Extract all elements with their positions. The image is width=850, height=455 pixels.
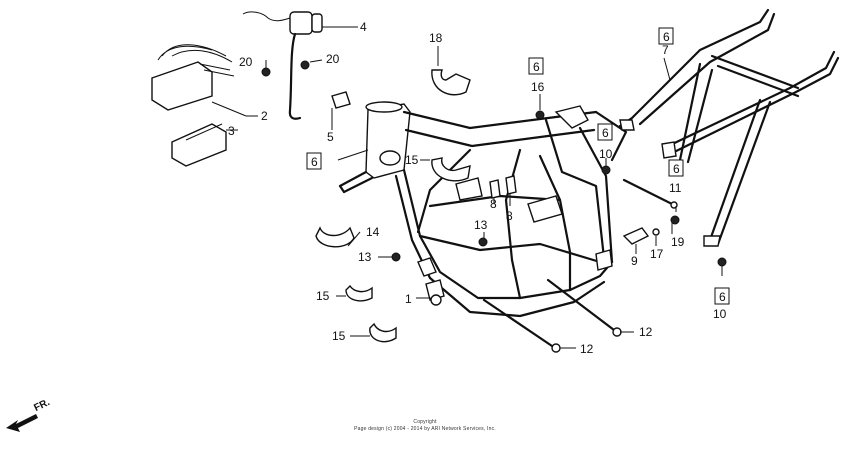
leader-lines: [331, 57, 677, 349]
callout-4: 4: [360, 20, 367, 34]
callout-13-left: 13: [358, 250, 372, 264]
band-14[interactable]: [315, 226, 355, 248]
callout-17: 17: [650, 247, 664, 261]
callout-16: 16: [531, 80, 545, 94]
main-frame[interactable]: [338, 101, 628, 318]
part-8-left[interactable]: [489, 179, 501, 199]
bolt-20-left[interactable]: [261, 60, 271, 77]
band-18[interactable]: [431, 46, 471, 96]
nut-13-left[interactable]: [391, 252, 401, 262]
bolt-10-upper[interactable]: [601, 165, 611, 175]
spark-plug-cap[interactable]: [331, 91, 351, 124]
part-8-right[interactable]: [505, 175, 517, 195]
nut-19[interactable]: [670, 215, 680, 225]
svg-text:6: 6: [673, 162, 680, 176]
nut-13-center[interactable]: [478, 237, 488, 247]
copyright-line-2: Page design (c) 2004 - 2014 by ARI Netwo…: [354, 426, 496, 432]
callout-7: 7: [662, 43, 669, 57]
cdi-unit[interactable]: [151, 44, 258, 117]
callout-15-lower: 15: [332, 329, 346, 343]
boxed-callout-6-lower-right: 6: [714, 287, 730, 305]
callout-12-lower: 12: [580, 342, 594, 356]
callout-11: 11: [669, 181, 682, 195]
bracket-9[interactable]: [622, 227, 650, 245]
callout-15-middle: 15: [316, 289, 330, 303]
cdi-cover[interactable]: [171, 123, 238, 167]
front-arrow-icon: [6, 414, 38, 432]
callout-5: 5: [327, 130, 334, 144]
callout-20-right: 20: [326, 52, 340, 66]
callout-10-upper: 10: [599, 147, 613, 161]
svg-text:6: 6: [533, 60, 540, 74]
bolt-12-upper[interactable]: [546, 278, 622, 337]
svg-text:6: 6: [663, 30, 670, 44]
rear-subframe[interactable]: [618, 8, 840, 247]
callout-9: 9: [631, 254, 638, 268]
callout-1: 1: [405, 292, 412, 306]
clamp-15-upper[interactable]: [431, 157, 471, 182]
boxed-callout-6-top: 6: [528, 57, 544, 75]
callout-14: 14: [366, 225, 380, 239]
callout-10-lower: 10: [713, 307, 727, 321]
callout-20-left: 20: [239, 55, 253, 69]
callout-8-right: 8: [506, 209, 513, 223]
callout-2: 2: [261, 109, 268, 123]
callout-15-upper: 15: [405, 153, 419, 167]
copyright-line-1: Copyright: [413, 419, 437, 425]
washer-17[interactable]: [652, 228, 660, 236]
boxed-callout-6-right: 6: [668, 159, 684, 177]
svg-text:6: 6: [602, 126, 609, 140]
boxed-callout-6-center: 6: [597, 123, 613, 141]
callout-8-left: 8: [490, 197, 497, 211]
nut-16[interactable]: [535, 110, 545, 120]
clamp-15-lower[interactable]: [369, 322, 397, 343]
bolt-11[interactable]: [622, 178, 678, 209]
clamp-15-middle[interactable]: [345, 284, 373, 302]
bolt-10-lower[interactable]: [717, 257, 727, 276]
callout-18: 18: [429, 31, 443, 45]
callout-13-center: 13: [474, 218, 488, 232]
bolt-20-right[interactable]: [300, 59, 323, 70]
callout-19: 19: [671, 235, 685, 249]
callout-12-upper: 12: [639, 325, 653, 339]
boxed-callout-6-left: 6: [306, 152, 322, 170]
svg-text:6: 6: [719, 290, 726, 304]
svg-text:6: 6: [311, 155, 318, 169]
ignition-coil[interactable]: [242, 11, 358, 120]
callout-3: 3: [228, 124, 235, 138]
boxed-callout-6-subframe: 6: [658, 27, 674, 45]
